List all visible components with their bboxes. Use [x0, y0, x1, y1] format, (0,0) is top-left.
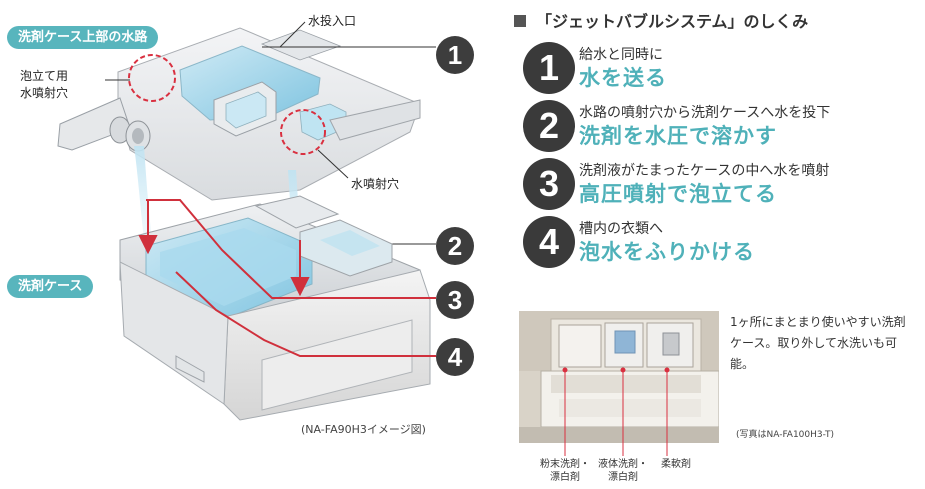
- diagram-step-4-marker: 4: [436, 338, 474, 376]
- step-3: 3 洗剤液がたまったケースの中へ水を噴射 高圧噴射で泡立てる: [523, 158, 923, 212]
- mechanism-title-text: 「ジェットバブルシステム」のしくみ: [536, 12, 809, 31]
- photo-description: 1ヶ所にまとまり使いやすい洗剤ケース。取り外して水洗いも可能。: [730, 315, 906, 371]
- diagram-step-2-marker: 2: [436, 227, 474, 265]
- detergent-case-illustration: 洗剤ケース上部の水路 洗剤ケース 水投入口 泡立て用 水噴射穴 水噴射穴 1 2…: [7, 14, 474, 436]
- diagram-step-3-marker: 3: [436, 281, 474, 319]
- step-3-description: 洗剤液がたまったケースの中へ水を噴射: [579, 163, 830, 179]
- label-softener: 柔軟剤: [646, 458, 706, 471]
- step-4: 4 槽内の衣類へ 泡水をふりかける: [523, 216, 923, 270]
- label-powder-detergent-line1: 粉末洗剤・: [540, 459, 590, 470]
- diagram-step-1-marker: 1: [436, 36, 474, 74]
- callout-water-inlet: 水投入口: [308, 14, 357, 28]
- pill-detergent-case: 洗剤ケース: [7, 275, 94, 298]
- label-liquid-detergent-line2: 漂白剤: [608, 472, 638, 483]
- flow-arrows: [138, 199, 436, 357]
- step-2-number: 2: [523, 100, 575, 152]
- model-caption: (NA-FA90H3イメージ図): [301, 423, 426, 436]
- step-2: 2 水路の噴射穴から洗剤ケースへ水を投下 洗剤を水圧で溶かす: [523, 100, 923, 154]
- label-liquid-detergent-line1: 液体洗剤・: [598, 459, 648, 470]
- title-square-icon: [514, 15, 526, 27]
- callout-foam-nozzle-line2: 水噴射穴: [20, 86, 69, 100]
- callout-foam-nozzle-line1: 泡立て用: [20, 69, 69, 83]
- water-nozzle-highlight: [280, 109, 326, 155]
- photo-credit: (写真はNA-FA100H3-T): [736, 430, 835, 440]
- detergent-drawer-photo: [519, 311, 719, 443]
- step-3-heading: 高圧噴射で泡立てる: [579, 182, 777, 206]
- detergent-tray-part: [119, 195, 431, 421]
- step-4-heading: 泡水をふりかける: [579, 240, 755, 264]
- step-1-number: 1: [523, 42, 575, 94]
- step-3-number: 3: [523, 158, 575, 210]
- upper-water-channel-part: [57, 27, 421, 201]
- step-4-number: 4: [523, 216, 575, 268]
- callout-foam-nozzle: 泡立て用 水噴射穴: [20, 68, 68, 102]
- step-2-heading: 洗剤を水圧で溶かす: [579, 124, 777, 148]
- label-softener-line1: 柔軟剤: [661, 459, 691, 470]
- label-liquid-detergent: 液体洗剤・ 漂白剤: [593, 458, 653, 484]
- label-powder-detergent-line2: 漂白剤: [550, 472, 580, 483]
- step-1: 1 給水と同時に 水を送る: [523, 42, 923, 96]
- step-2-description: 水路の噴射穴から洗剤ケースへ水を投下: [579, 105, 831, 121]
- callout-water-nozzle: 水噴射穴: [351, 177, 400, 191]
- step-4-description: 槽内の衣類へ: [579, 221, 663, 237]
- foam-nozzle-highlight: [128, 54, 176, 102]
- label-powder-detergent: 粉末洗剤・ 漂白剤: [535, 458, 595, 484]
- mechanism-title: 「ジェットバブルシステム」のしくみ: [514, 8, 808, 32]
- detergent-case-diagram: [57, 21, 436, 421]
- pill-upper-channel: 洗剤ケース上部の水路: [7, 26, 159, 49]
- step-1-heading: 水を送る: [579, 66, 667, 90]
- step-1-description: 給水と同時に: [579, 47, 663, 63]
